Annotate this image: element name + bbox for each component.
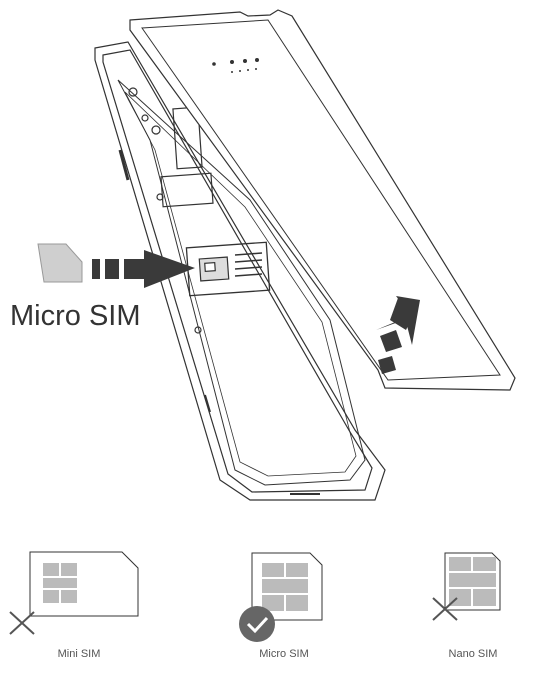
cross-icon — [432, 597, 458, 621]
mini-sim-label: Mini SIM — [57, 648, 101, 660]
check-icon — [239, 606, 275, 642]
micro-sim-label: Micro SIM — [259, 648, 309, 660]
nano-sim-label: Nano SIM — [448, 648, 498, 660]
lift-arrow — [376, 296, 420, 374]
device-body — [94, 41, 386, 501]
insert-arrow — [92, 250, 195, 288]
back-cover — [129, 9, 516, 391]
sim-type-nano — [432, 552, 501, 621]
sim-callout-label: Micro SIM — [10, 300, 141, 332]
sim-slot — [185, 241, 271, 297]
sim-card-icon — [37, 243, 83, 283]
sim-type-mini — [9, 551, 139, 635]
sim-type-micro — [239, 552, 323, 642]
cross-icon — [9, 611, 35, 635]
indicator-lights — [212, 58, 259, 73]
